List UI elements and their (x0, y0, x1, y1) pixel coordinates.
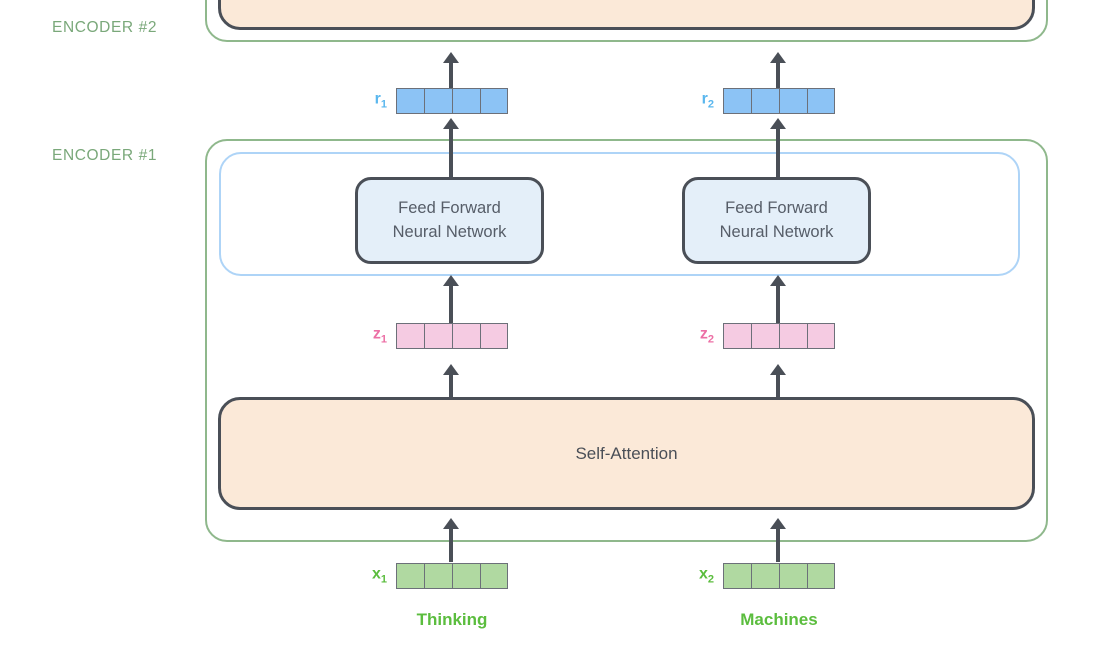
vector-z2-label: z2 (699, 325, 714, 346)
arrow-shaft (776, 372, 780, 397)
arrow-selfattention-to-z2 (768, 364, 788, 397)
arrow-x2-to-selfattention (768, 518, 788, 562)
vector-z1: z1 (373, 323, 508, 349)
vector-x1-subscript: 1 (380, 573, 387, 586)
self-attention-label: Self-Attention (575, 443, 678, 463)
vector-cell (396, 563, 424, 589)
vector-r2-label: r2 (701, 90, 714, 111)
arrow-head-icon (443, 518, 459, 529)
encoder-2-label: ENCODER #2 (52, 19, 158, 36)
feed-forward-box-2-line1: Feed Forward (725, 199, 828, 218)
vector-cell (751, 563, 779, 589)
arrow-r1-to-encoder2 (441, 52, 461, 88)
vector-z1-subscript: 1 (380, 333, 387, 346)
vector-cell (452, 323, 480, 349)
vector-z1-label: z1 (372, 325, 387, 346)
feed-forward-box-1-line2: Neural Network (392, 222, 507, 241)
feed-forward-sublayer-container (219, 152, 1020, 276)
arrow-z1-to-ffn1 (441, 275, 461, 323)
input-word-1: Thinking (416, 610, 488, 629)
vector-cell (779, 323, 807, 349)
arrow-ffn2-to-r2 (768, 118, 788, 178)
vector-cell (807, 88, 835, 114)
arrow-r2-to-encoder2 (768, 52, 788, 88)
arrow-shaft (776, 60, 780, 88)
arrow-head-icon (770, 275, 786, 286)
arrow-head-icon (770, 52, 786, 63)
arrow-ffn1-to-r1 (441, 118, 461, 178)
arrow-head-icon (770, 364, 786, 375)
vector-cell (751, 88, 779, 114)
vector-x2: x2 (699, 563, 835, 589)
feed-forward-box-1: Feed Forward Neural Network (355, 177, 544, 264)
arrow-shaft (776, 526, 780, 562)
feed-forward-box-2: Feed Forward Neural Network (682, 177, 871, 264)
arrow-head-icon (443, 364, 459, 375)
vector-r2: r2 (702, 88, 835, 114)
vector-z2-subscript: 2 (707, 333, 714, 346)
vector-x2-subscript: 2 (707, 573, 714, 586)
vector-cell (723, 563, 751, 589)
vector-cell (751, 323, 779, 349)
arrow-selfattention-to-z1 (441, 364, 461, 397)
arrow-head-icon (770, 518, 786, 529)
arrow-head-icon (770, 118, 786, 129)
vector-x2-label: x2 (698, 565, 714, 586)
encoder-1-label: ENCODER #1 (52, 147, 158, 164)
arrow-shaft (449, 372, 453, 397)
arrow-head-icon (443, 52, 459, 63)
feed-forward-box-1-line1: Feed Forward (398, 199, 501, 218)
vector-cell (779, 88, 807, 114)
vector-z2: z2 (700, 323, 835, 349)
input-word-2: Machines (740, 610, 818, 629)
vector-cell (452, 88, 480, 114)
vector-cell (807, 563, 835, 589)
vector-x1-label: x1 (371, 565, 387, 586)
vector-cell (424, 323, 452, 349)
arrow-head-icon (443, 275, 459, 286)
arrow-shaft (776, 283, 780, 323)
vector-cell (424, 88, 452, 114)
vector-r1-subscript: 1 (380, 98, 387, 111)
vector-cell (396, 323, 424, 349)
vector-cell (480, 563, 508, 589)
vector-cell (723, 88, 751, 114)
arrow-head-icon (443, 118, 459, 129)
vector-cell (723, 323, 751, 349)
encoder-1-container (205, 139, 1048, 542)
vector-r2-subscript: 2 (707, 98, 714, 111)
arrow-shaft (449, 60, 453, 88)
vector-r1: r1 (375, 88, 508, 114)
encoder-2-self-attention-box (218, 0, 1035, 30)
feed-forward-box-2-line2: Neural Network (719, 222, 834, 241)
arrow-x1-to-selfattention (441, 518, 461, 562)
vector-cell (424, 563, 452, 589)
vector-cell (480, 323, 508, 349)
arrow-shaft (776, 126, 780, 178)
encoder-1-self-attention-box: Self-Attention (218, 397, 1035, 510)
arrow-shaft (449, 126, 453, 178)
vector-cell (480, 88, 508, 114)
arrow-z2-to-ffn2 (768, 275, 788, 323)
arrow-shaft (449, 526, 453, 562)
vector-r1-label: r1 (374, 90, 387, 111)
vector-cell (807, 323, 835, 349)
vector-cell (452, 563, 480, 589)
vector-x1: x1 (372, 563, 508, 589)
vector-cell (396, 88, 424, 114)
encoder-2-container (205, 0, 1048, 42)
arrow-shaft (449, 283, 453, 323)
vector-cell (779, 563, 807, 589)
